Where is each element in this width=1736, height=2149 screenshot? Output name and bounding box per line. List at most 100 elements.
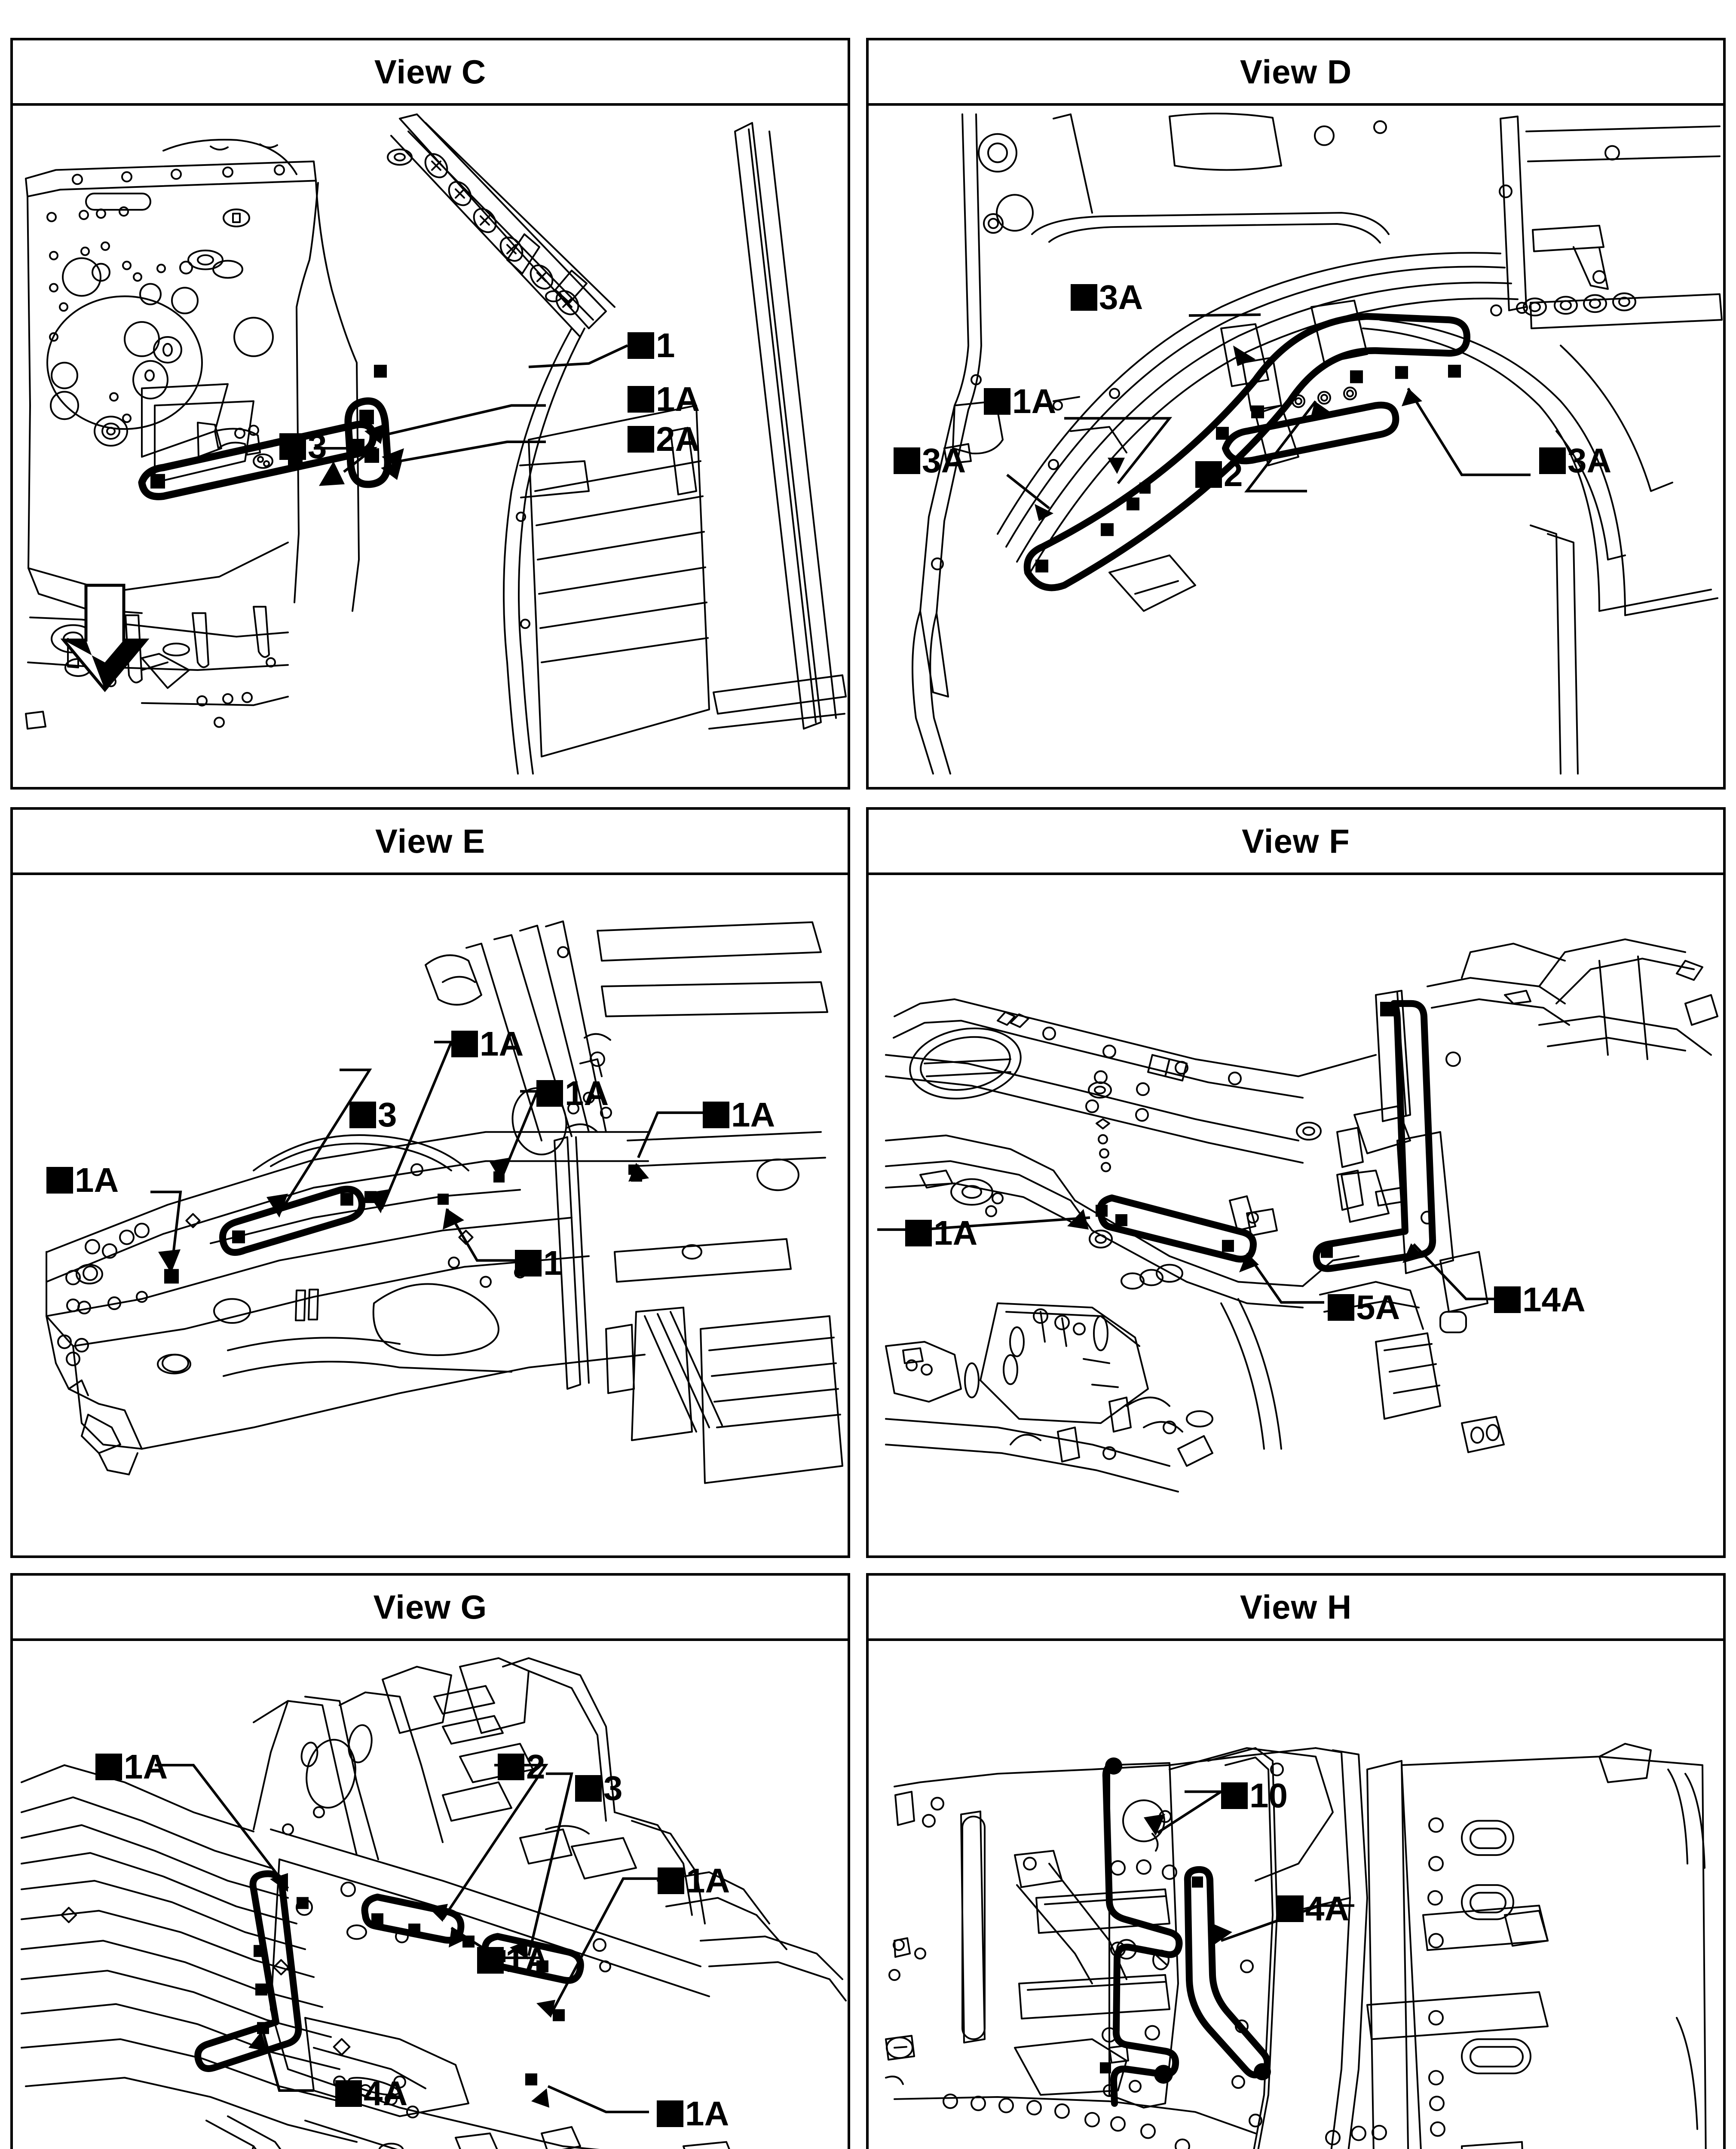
callout-label: 2 [526, 1748, 545, 1786]
callout-view-c-1[interactable]: 1 [628, 326, 675, 364]
callout-label: 1A [1012, 382, 1056, 420]
callout-marker-icon [628, 386, 654, 413]
callout-view-e-1a-right[interactable]: 1A [703, 1096, 775, 1134]
callout-label: 1 [656, 326, 675, 364]
callout-marker-icon [95, 1754, 122, 1780]
panel-header-view-h: View H [869, 1576, 1723, 1641]
panel-title-view-e: View E [375, 822, 486, 860]
panel-view-e: View E [10, 807, 850, 1558]
callout-marker-icon [536, 1080, 563, 1107]
callout-view-f-14a[interactable]: 14A [1494, 1280, 1586, 1319]
callout-label: 1A [75, 1161, 119, 1199]
callout-marker-icon [1071, 284, 1097, 311]
callout-view-f-1a[interactable]: 1A [905, 1214, 978, 1252]
callout-marker-icon [335, 2080, 362, 2107]
callout-label: 1A [505, 1941, 550, 1979]
callout-view-d-3a-top[interactable]: 3A [1071, 278, 1143, 316]
callout-view-e-1a-top[interactable]: 1A [451, 1025, 524, 1063]
callout-marker-icon [894, 447, 920, 474]
callout-view-g-3[interactable]: 3 [575, 1771, 623, 1806]
callout-view-d-2[interactable]: 2 [1195, 455, 1243, 493]
callout-view-d-1a[interactable]: 1A [984, 382, 1056, 420]
callout-label: 1A [685, 2094, 729, 2133]
direction-arrow [60, 584, 150, 692]
callout-label: 4A [1305, 1889, 1350, 1928]
panel-header-view-e: View E [13, 810, 848, 875]
callout-view-g-1a-left[interactable]: 1A [95, 1748, 168, 1786]
callout-label: 14A [1522, 1280, 1586, 1319]
callout-view-c-3[interactable]: 3 [279, 427, 327, 465]
callout-view-c-1a[interactable]: 1A [628, 380, 700, 418]
view-f-artwork [877, 938, 1718, 1493]
callout-view-g-4a[interactable]: 4A [335, 2074, 408, 2112]
callout-label: 1A [686, 1861, 730, 1900]
callout-marker-icon [477, 1947, 504, 1974]
callout-label: 2 [1224, 455, 1243, 493]
callout-marker-icon [498, 1754, 524, 1780]
panel-view-d: View D [866, 38, 1726, 790]
callout-marker-icon [628, 426, 654, 453]
callout-marker-icon [1277, 1895, 1304, 1922]
panel-title-view-h: View H [1240, 1588, 1352, 1626]
view-e-artwork [46, 920, 843, 1484]
callout-label: 1A [124, 1748, 168, 1786]
panel-body-view-g: 1A 2 3 1A 1A 4A [13, 1641, 848, 2149]
panel-body-view-c: 1 1A 2A 3 [13, 106, 848, 787]
callout-marker-icon [1539, 447, 1566, 474]
callout-label: 10 [1249, 1776, 1288, 1815]
panel-view-c: View C [10, 38, 850, 790]
callout-view-g-1a-bottom[interactable]: 1A [657, 2094, 729, 2133]
callout-view-f-5a[interactable]: 5A [1328, 1290, 1400, 1325]
callout-marker-icon [628, 332, 654, 359]
panel-body-view-d: 3A 1A 3A 2 3A [869, 106, 1723, 787]
callout-marker-icon [1221, 1782, 1248, 1809]
panel-header-view-g: View G [13, 1576, 848, 1641]
view-g-artwork [21, 1657, 847, 2149]
callout-marker-icon [658, 1867, 684, 1894]
callout-label: 4A [364, 2074, 408, 2112]
view-c-artwork [25, 113, 847, 775]
callout-marker-icon [1494, 1286, 1521, 1313]
callout-view-g-1a-right[interactable]: 1A [658, 1861, 730, 1900]
callout-marker-icon [1195, 461, 1222, 488]
panel-title-view-c: View C [374, 53, 487, 91]
panel-header-view-d: View D [869, 40, 1723, 106]
callout-view-h-4a[interactable]: 4A [1277, 1889, 1350, 1928]
callout-label: 2A [656, 420, 700, 458]
callout-label: 3A [1099, 278, 1143, 316]
panel-body-view-f: 1A 5A 14A [869, 875, 1723, 1555]
callout-view-c-2a[interactable]: 2A [628, 420, 700, 458]
callout-label: 1A [565, 1074, 609, 1112]
callout-label: 3 [308, 427, 327, 465]
panel-header-view-f: View F [869, 810, 1723, 875]
callout-label: 1A [480, 1025, 524, 1063]
panel-view-g: View G [10, 1573, 850, 2149]
callout-marker-icon [657, 2100, 683, 2127]
callout-view-d-3a-left[interactable]: 3A [894, 441, 966, 480]
callout-label: 3 [378, 1096, 397, 1134]
callout-label: 3A [1568, 441, 1612, 480]
callout-view-g-2[interactable]: 2 [498, 1748, 545, 1786]
callout-marker-icon [451, 1031, 478, 1057]
callout-view-e-1a-far-left[interactable]: 1A [46, 1161, 119, 1199]
callout-marker-icon [703, 1102, 729, 1128]
callout-view-e-1a-mid[interactable]: 1A [536, 1074, 609, 1112]
callout-view-e-3[interactable]: 3 [349, 1096, 397, 1134]
callout-label: 1A [656, 380, 700, 418]
callout-label: 3A [922, 441, 966, 480]
callout-marker-icon [984, 388, 1010, 415]
callout-view-h-10[interactable]: 10 [1221, 1776, 1288, 1815]
panel-title-view-g: View G [373, 1588, 487, 1626]
panel-title-view-d: View D [1240, 53, 1352, 91]
callout-label: 1A [731, 1096, 775, 1134]
callout-marker-icon [279, 433, 306, 460]
callout-view-g-1a-center[interactable]: 1A [477, 1941, 550, 1979]
panel-title-view-f: View F [1242, 822, 1350, 860]
panel-body-view-e: 1A 3 1A 1A 1A 1 [13, 875, 848, 1555]
callout-view-e-1[interactable]: 1 [515, 1246, 563, 1280]
view-h-artwork [885, 1743, 1707, 2149]
callout-label: 1A [934, 1214, 978, 1252]
callout-view-d-3a-right[interactable]: 3A [1539, 441, 1612, 480]
callout-marker-icon [46, 1167, 73, 1194]
